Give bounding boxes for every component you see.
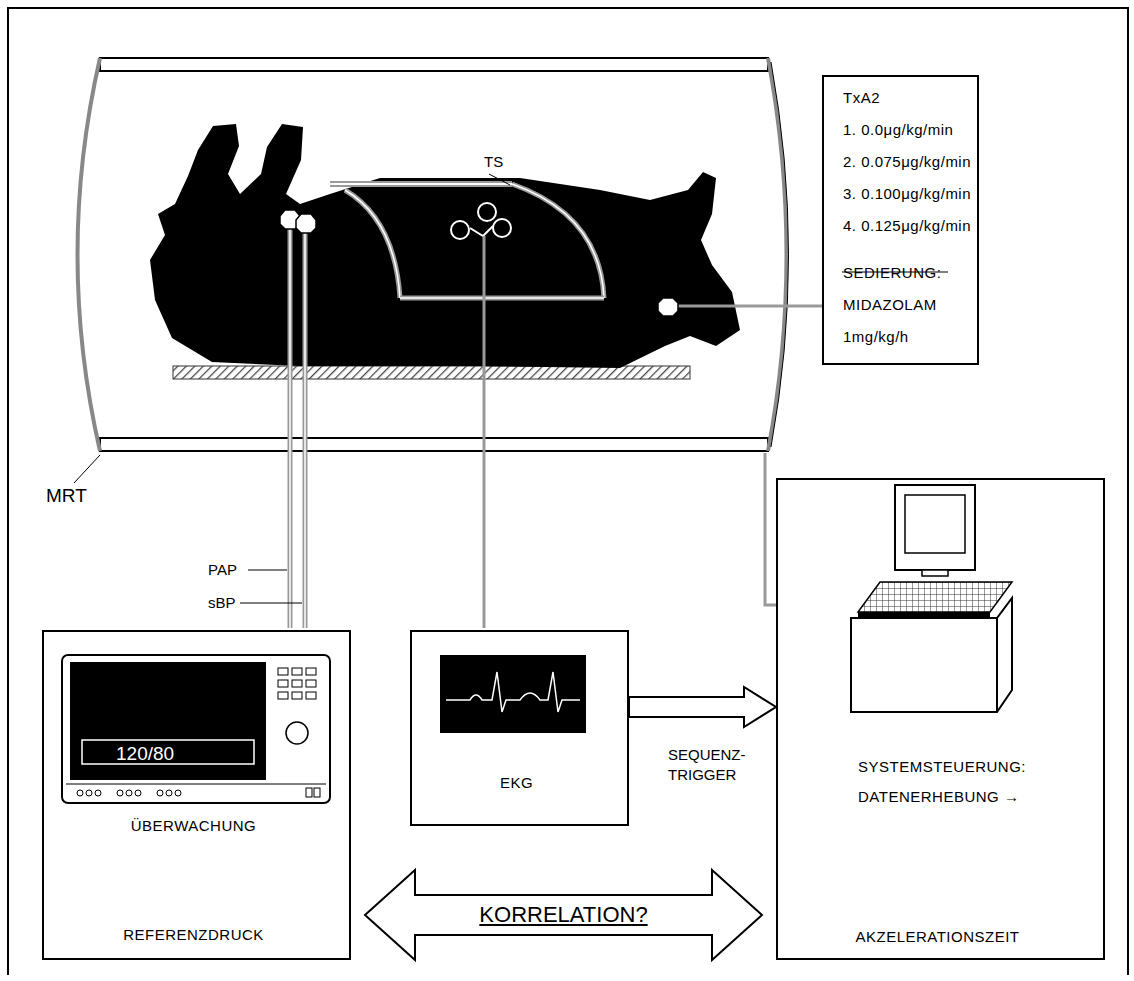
node-text: MIDAZOLAM [843,296,937,314]
trigger-arrow [629,687,776,727]
surface-coil [330,184,604,298]
mrt-bore [78,58,789,451]
edge-label: KORRELATION? [477,903,649,927]
ecg-display [440,655,586,733]
infusion-line [668,305,822,308]
pig-silhouette [150,124,740,368]
leader-line [248,570,287,571]
ecg-box: EKG [410,630,629,826]
signal-label: PAP [208,561,237,579]
ecg-cable [483,236,486,628]
node-text: 2. 0.075μg/kg/min [843,153,971,171]
patient-monitor [62,655,330,803]
leader-line [240,603,302,604]
node-text: 4. 0.125μg/kg/min [843,217,971,235]
leader-line [74,455,100,483]
computer-box: SYSTEMSTEUERUNG: DATENERHEBUNG → AKZELERA… [776,478,1105,960]
part-label: MRT [46,484,87,507]
catheter-lines [290,218,305,628]
node-text: SEDIERUNG: [843,264,941,282]
patient-table [173,366,690,379]
edge-label: SEQUENZ- TRIGGER [668,745,758,785]
catheter-port [296,214,316,233]
infusion-port [658,298,678,316]
correlation-arrow [365,870,762,960]
computer [851,485,1012,712]
leader-line [489,174,510,185]
node-text: REFERENZDRUCK [44,926,343,944]
node-text: 1mg/kg/h [843,328,909,346]
monitor-box: ÜBERWACHUNG REFERENZDRUCK [42,630,351,960]
node-text: AKZELERATIONSZEIT [778,928,1097,946]
monitor-reading: 120/80 [116,742,174,765]
node-text: 3. 0.100μg/kg/min [843,185,971,203]
node-text: SYSTEMSTEUERUNG: DATENERHEBUNG → [858,752,1058,812]
node-text: TxA2 [843,89,880,107]
dosage-box: TxA2 1. 0.0μg/kg/min 2. 0.075μg/kg/min 3. 0… [822,75,979,365]
ecg-electrodes [451,203,511,239]
node-text: EKG [412,774,621,792]
part-label: TS [484,153,503,171]
node-text: 1. 0.0μg/kg/min [843,121,953,139]
node-text: ÜBERWACHUNG [44,817,343,835]
mrt-cable [765,453,776,605]
signal-label: sBP [208,594,236,612]
page-frame [8,8,1128,975]
